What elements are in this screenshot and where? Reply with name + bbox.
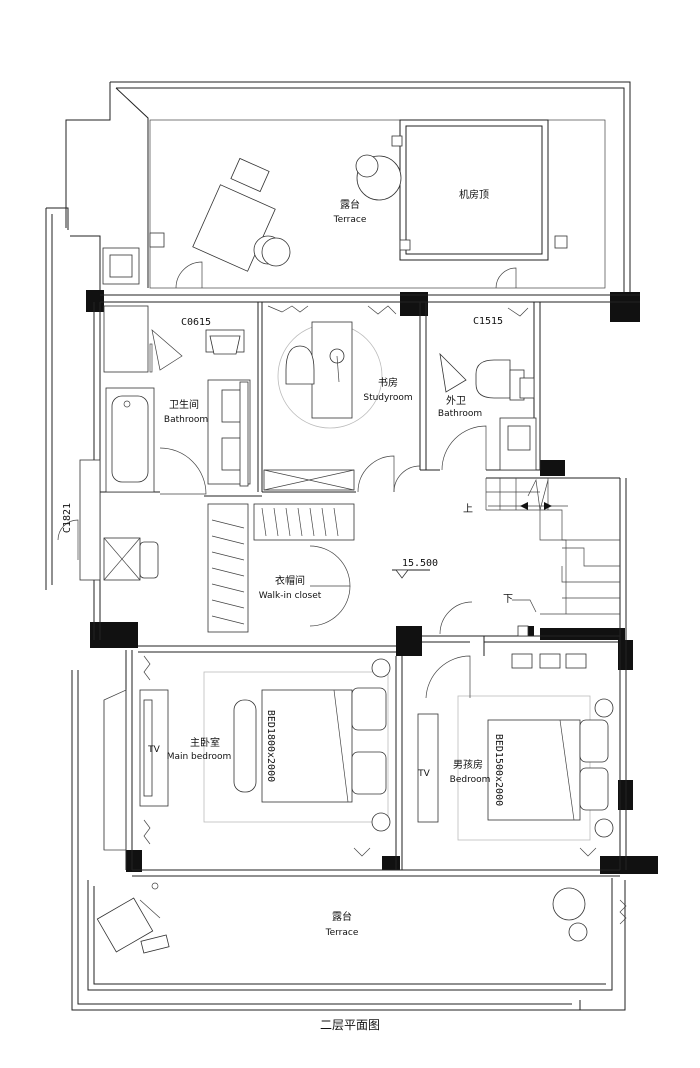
terrace-top-area (102, 119, 606, 289)
studyroom-en: Studyroom (363, 393, 412, 403)
bathroom-left-cn: 卫生间 (169, 398, 199, 411)
stairs-down-label: 下 (503, 594, 513, 605)
bedroom-cn: 男孩房 (453, 758, 483, 771)
machine-room-label: 机房顶 (459, 188, 489, 201)
staircase (485, 477, 620, 637)
terrace-bottom-en: Terrace (325, 928, 359, 938)
terrace-top-cn: 露台 (340, 198, 360, 211)
terrace-top-en: Terrace (333, 215, 367, 225)
bathroom-right-en: Bathroom (438, 409, 482, 419)
left-exterior (57, 459, 159, 581)
elevation-label: 15.500 (402, 558, 438, 569)
elevation-marker (392, 569, 430, 579)
main-bedroom-en: Main bedroom (167, 752, 232, 762)
bedroom-en: Bedroom (450, 775, 491, 785)
window-code-c1821: C1821 (62, 503, 73, 533)
bathroom-right (439, 307, 537, 471)
window-code-c1515: C1515 (473, 316, 503, 327)
bathroom-left-en: Bathroom (164, 415, 208, 425)
walkin-closet-area (207, 503, 473, 635)
boy-tv-label: TV (417, 769, 430, 779)
boy-bedroom-area (417, 653, 614, 857)
studyroom-area (263, 305, 421, 493)
plan-caption: 二层平面图 (319, 1018, 380, 1032)
main-bedroom-cn: 主卧室 (190, 736, 220, 749)
labels: 露台 Terrace 机房顶 C0615 C1515 C1821 卫生间 Bat… (62, 188, 513, 938)
terrace-bottom-cn: 露台 (332, 910, 352, 923)
terrace-bottom-area (96, 882, 627, 954)
walkin-closet-cn: 衣帽间 (275, 574, 305, 587)
stairs-up-label: 上 (463, 503, 473, 515)
bathroom-right-cn: 外卫 (446, 395, 466, 407)
studyroom-cn: 书房 (378, 376, 398, 389)
main-bed-size: BED1800x2000 (265, 710, 276, 782)
main-tv-label: TV (147, 745, 160, 755)
outer-outline (45, 81, 631, 1011)
bathroom-left (103, 305, 251, 495)
main-bedroom-area (103, 655, 391, 857)
boy-bed-size: BED1500x2000 (493, 734, 504, 806)
walkin-closet-en: Walk-in closet (259, 591, 322, 601)
window-code-c0615: C0615 (181, 317, 211, 328)
